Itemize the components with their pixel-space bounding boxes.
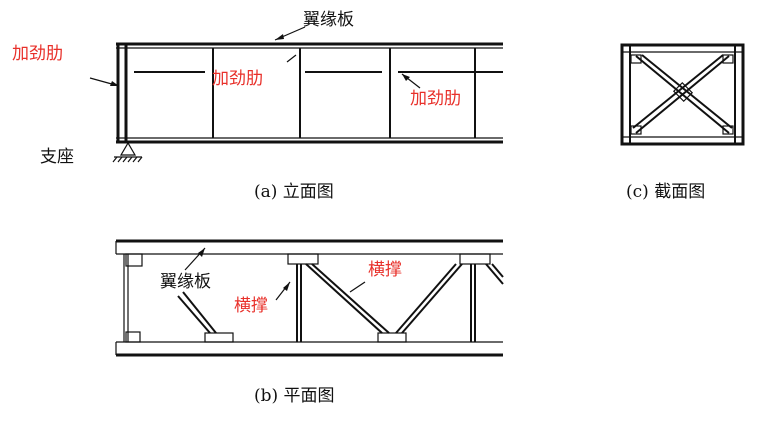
section-caption: (c) 截面图: [626, 182, 706, 202]
brace-label-1: 横撑: [234, 296, 268, 316]
section-view: [620, 43, 745, 146]
brace-label-2: 横撑: [368, 260, 402, 280]
stiffener-label-3: 加劲肋: [410, 89, 461, 109]
stiffener-label-2: 加劲肋: [212, 69, 263, 89]
plan-view: [115, 239, 504, 357]
flange-label-elevation: 翼缘板: [303, 10, 354, 30]
flange-label-plan: 翼缘板: [160, 272, 211, 292]
stiffener-label-1: 加劲肋: [12, 44, 63, 64]
support-label: 支座: [40, 147, 74, 167]
elevation-view: [89, 26, 503, 163]
plan-caption: (b) 平面图: [254, 386, 335, 406]
elevation-caption: (a) 立面图: [254, 182, 334, 202]
